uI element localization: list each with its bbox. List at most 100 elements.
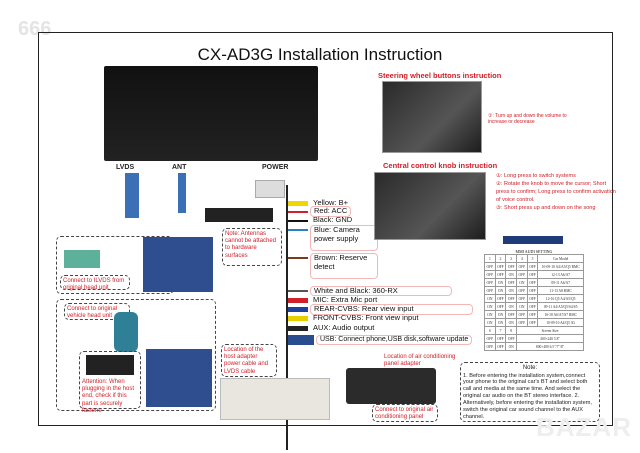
watermark-bottom: BAZAR — [536, 412, 632, 442]
wire-rear-cvbs: REAR-CVBS: Rear view input — [288, 304, 488, 315]
head-unit-back-photo — [220, 378, 330, 420]
table-cell: 8 — [505, 326, 518, 335]
table-cell: OFF — [516, 270, 528, 279]
wire-black: Black: GND — [288, 216, 398, 225]
table-cell: ON — [494, 318, 507, 327]
harness-trunk — [286, 185, 288, 450]
note-lvds-from: Connect to ILVDS from original head unit — [60, 275, 130, 291]
wire-usb: USB: Connect phone,USB disk,software upd… — [288, 333, 488, 347]
harness-connector-photo — [146, 349, 212, 407]
wire-list-lower: White and Black: 360-RX MIC: Extra Mic p… — [288, 285, 488, 347]
table-cell: OFF — [505, 294, 518, 303]
table-cell: ON — [494, 310, 507, 319]
table-cell: ON — [516, 302, 528, 311]
port-lvds: LVDS — [116, 164, 135, 171]
dip-table-title: MMI AUDI SETTING — [515, 249, 553, 254]
table-cell: ON — [505, 342, 518, 351]
wire-brown: Brown: Reserve detect — [288, 253, 398, 283]
table-cell: OFF — [526, 318, 539, 327]
connector-latch-photo — [86, 355, 134, 375]
note-box: Note: 1. Before entering the installatio… — [460, 362, 600, 422]
table-cell: ON — [505, 302, 518, 311]
port-power: POWER — [262, 164, 289, 171]
table-cell: OFF — [505, 334, 518, 343]
ac-panel-adapter-photo — [346, 368, 436, 404]
table-cell: 5 — [526, 254, 539, 263]
table-cell: OFF — [494, 262, 507, 271]
lvds-connector-photo — [64, 250, 100, 268]
table-cell: OFF — [484, 262, 496, 271]
table-cell: 11-13 A8 RMC — [537, 286, 584, 295]
table-cell: OFF — [526, 302, 539, 311]
note-ac-connect: Connect to original air conditioning pan… — [372, 404, 438, 422]
wire-front-cvbs: FRONT-CVBS: Front view input — [288, 314, 488, 323]
knob-title: Central control knob instruction — [383, 161, 498, 170]
note-text: 1. Before entering the installation syst… — [463, 372, 592, 421]
table-cell: 7 — [494, 326, 507, 335]
diagram-frame — [38, 32, 613, 426]
table-cell: 09-11 A4/A5/Q5/S4/S5 — [537, 302, 584, 311]
table-cell: 12-13 A6/A7 — [537, 270, 584, 279]
table-cell: 12-16 Q5 A4/A5/Q5 — [537, 294, 584, 303]
table-cell: Screen Size — [516, 326, 584, 335]
table-cell: 10-09-10 A4/Q5 3G — [537, 318, 584, 327]
table-cell: ON — [484, 294, 496, 303]
table-cell: 3 — [505, 254, 518, 263]
steering-title: Steering wheel buttons instruction — [378, 71, 502, 80]
table-cell: 2 — [494, 254, 507, 263]
table-cell: ON — [494, 286, 507, 295]
table-cell: OFF — [494, 294, 507, 303]
steering-text: ①: Turn up and down the volume to increa… — [488, 113, 567, 125]
table-cell: ON — [484, 310, 496, 319]
table-cell: OFF — [494, 342, 507, 351]
table-cell: OFF — [526, 294, 539, 303]
table-cell: OFF — [526, 270, 539, 279]
table-cell: 10-09-10 A4/A5/Q5 RMC — [537, 262, 584, 271]
table-cell: OFF — [484, 278, 496, 287]
table-cell: OFF — [494, 270, 507, 279]
table-cell: OFF — [516, 294, 528, 303]
port-ant: ANT — [172, 164, 187, 171]
wire-yellow: Yellow: B+ — [288, 198, 398, 207]
wire-white-black: White and Black: 360-RX — [288, 285, 488, 297]
note-title: Note: — [522, 365, 538, 371]
table-cell: ON — [484, 302, 496, 311]
table-cell: OFF — [526, 262, 539, 271]
table-cell: ON — [505, 318, 518, 327]
power-connector — [255, 180, 285, 198]
table-cell: 800×480 6.5"/7"/8" — [516, 342, 584, 351]
table-cell: 6 — [484, 326, 496, 335]
page-title: CX-AD3G Installation Instruction — [197, 45, 443, 64]
note-ac-location: Location of air conditioning panel adapt… — [384, 354, 456, 368]
table-cell: Car Model — [537, 254, 584, 263]
wire-mic: MIC: Extra Mic port — [288, 296, 488, 305]
table-cell: OFF — [484, 334, 496, 343]
table-cell: OFF — [484, 270, 496, 279]
table-cell: 4 — [516, 254, 528, 263]
note-host-adapter: Location of the host adapter power cable… — [221, 344, 277, 377]
table-cell: OFF — [526, 310, 539, 319]
table-cell: 400×240 5.8" — [516, 334, 584, 343]
table-cell: ON — [494, 278, 507, 287]
head-unit-group — [56, 299, 216, 411]
table-cell: OFF — [516, 262, 528, 271]
control-knob-photo — [374, 172, 486, 240]
attention-group — [79, 351, 141, 409]
table-cell: OFF — [516, 310, 528, 319]
table-cell: OFF — [516, 318, 528, 327]
note-vehicle-head: Connect to original vehicle head unit — [64, 303, 130, 320]
table-cell: OFF — [505, 278, 518, 287]
antenna-module — [205, 208, 273, 222]
